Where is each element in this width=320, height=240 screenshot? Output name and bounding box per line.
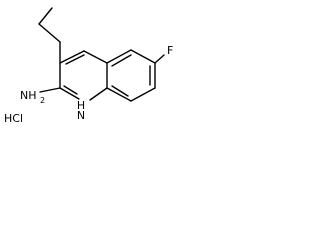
salt-label: HCl: [4, 112, 23, 125]
bond-c2-n1: [59, 87, 80, 100]
amine-label: NH 2: [20, 89, 45, 105]
bond-c5-c6: [130, 49, 156, 64]
bond-propyl-2: [38, 23, 61, 43]
amine-label-main: NH: [20, 89, 37, 102]
bond-c6-f: [154, 54, 165, 64]
fluorine-label: F: [167, 44, 173, 57]
bond-n1-c8a: [89, 87, 108, 101]
bond-c3-c4-inner: [65, 54, 85, 65]
quinoline-structure-diagram: F NH 2 H N HCl: [4, 7, 173, 125]
bond-c3-c4: [59, 50, 85, 64]
amine-label-subscript: 2: [40, 96, 45, 105]
bond-c8-c8a: [106, 87, 132, 102]
bond-propyl-1: [38, 7, 53, 25]
bond-c2-n1-inner: [63, 85, 78, 95]
ring-n-label: N: [77, 109, 85, 122]
bond-c7-c8: [130, 87, 156, 102]
ring-nh-label: H: [77, 99, 85, 112]
bond-c4a-c5: [106, 49, 132, 64]
bond-c2-n: [39, 87, 61, 93]
bond-c4-c4a: [83, 50, 108, 64]
bond-c4a-c5-inner: [111, 54, 132, 67]
bond-c8-c8a-inner: [111, 85, 129, 97]
